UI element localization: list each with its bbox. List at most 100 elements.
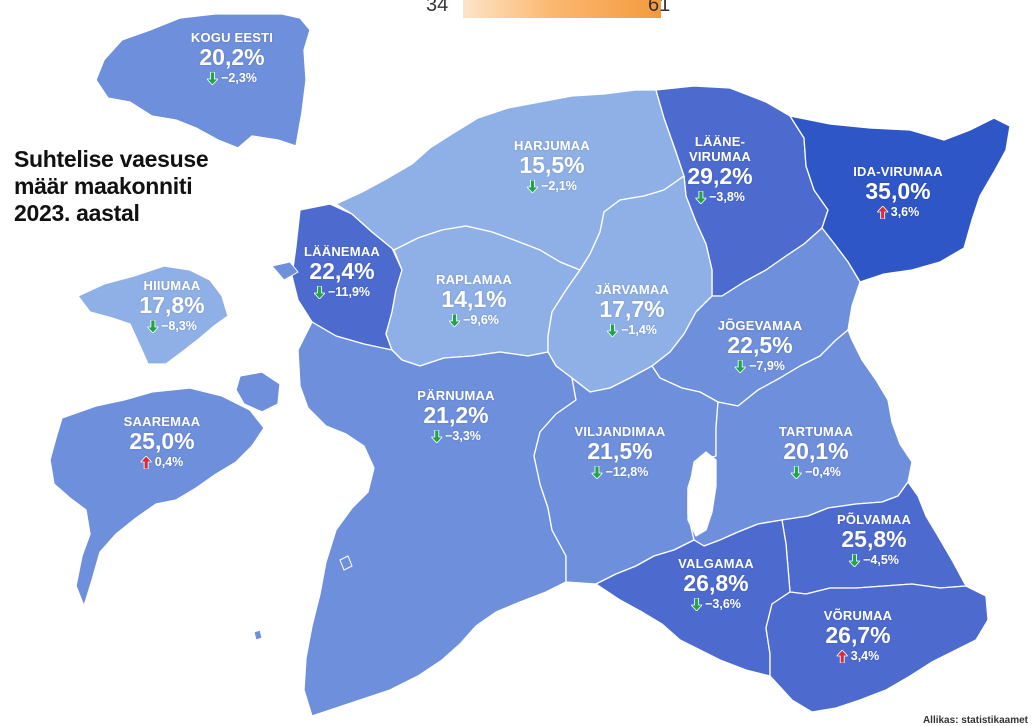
map-region-parnumaa[interactable]	[297, 321, 577, 717]
region-value: 14,1%	[441, 286, 507, 312]
region-change: 0,4%	[124, 454, 201, 470]
label-jogevamaa: JÕGEVAMAA 22,5% −7,9%	[718, 318, 803, 374]
region-name: RAPLAMAA	[436, 272, 512, 287]
arrow-down-icon	[449, 313, 461, 327]
region-name: JÄRVAMAA	[594, 282, 670, 297]
region-value: 26,8%	[683, 570, 749, 596]
map-region-kogu-eesti[interactable]	[95, 13, 311, 149]
region-change: −8,3%	[139, 318, 204, 334]
region-change: −11,9%	[304, 284, 380, 300]
label-raplamaa: RAPLAMAA 14,1% −9,6%	[436, 272, 512, 328]
map-island-muhu[interactable]	[235, 371, 281, 413]
arrow-down-icon	[791, 465, 803, 479]
label-tartumaa: TARTUMAA 20,1% −0,4%	[779, 424, 853, 480]
region-change: −7,9%	[718, 358, 803, 374]
label-viljandimaa: VILJANDIMAA 21,5% −12,8%	[574, 424, 665, 480]
label-kogu-eesti: KOGU EESTI 20,2% −2,3%	[191, 30, 273, 86]
region-value: 35,0%	[865, 178, 931, 204]
region-name: VALGAMAA	[678, 556, 754, 571]
region-change: −2,3%	[191, 70, 273, 86]
region-change: −12,8%	[574, 464, 665, 480]
region-name: PÕLVAMAA	[836, 512, 912, 527]
arrow-up-icon	[140, 455, 152, 469]
region-value: 25,0%	[129, 428, 195, 454]
region-name: SAAREMAA	[123, 414, 201, 429]
region-value: 20,2%	[199, 44, 265, 70]
label-ida-virumaa: IDA-VIRUMAA 35,0% 3,6%	[853, 164, 943, 220]
region-change: −1,4%	[595, 322, 669, 338]
region-value: 21,5%	[587, 438, 653, 464]
arrow-down-icon	[431, 429, 443, 443]
region-name: PÄRNUMAA	[417, 388, 495, 403]
source-credit: Allikas: statistikaamet	[922, 715, 1028, 726]
label-saaremaa: SAAREMAA 25,0% 0,4%	[124, 414, 201, 470]
region-value: 26,7%	[825, 622, 891, 648]
arrow-down-icon	[527, 179, 539, 193]
map-region-vorumaa[interactable]	[765, 583, 989, 713]
arrow-down-icon	[849, 553, 861, 567]
region-value: 25,8%	[841, 526, 907, 552]
region-name: LÄÄNE- VIRUMAA	[688, 134, 752, 164]
region-value: 29,2%	[687, 163, 753, 189]
map-island-kihnu	[339, 555, 353, 571]
region-value: 20,1%	[783, 438, 849, 464]
title-line-2: määr maakonniti	[14, 173, 193, 199]
arrow-down-icon	[147, 319, 159, 333]
region-change: −3,3%	[417, 428, 494, 444]
arrow-down-icon	[313, 285, 325, 299]
map-region-hiiumaa[interactable]	[77, 265, 229, 365]
legend-gradient-bar	[463, 0, 661, 18]
arrow-down-icon	[695, 190, 707, 204]
label-polvamaa: PÕLVAMAA 25,8% −4,5%	[837, 512, 911, 568]
label-jarvamaa: JÄRVAMAA 17,7% −1,4%	[595, 282, 669, 338]
region-name: JÕGEVAMAA	[717, 318, 803, 333]
arrow-down-icon	[207, 71, 219, 85]
arrow-up-icon	[876, 205, 888, 219]
legend-max-label: 61	[648, 0, 671, 16]
title-line-1: Suhtelise vaesuse	[14, 146, 209, 172]
region-name: LÄÄNEMAA	[304, 244, 380, 259]
region-name: IDA-VIRUMAA	[853, 164, 943, 179]
color-legend: 34 61	[420, 0, 680, 20]
arrow-down-icon	[591, 465, 603, 479]
region-value: 17,7%	[599, 296, 665, 322]
label-valgamaa: VALGAMAA 26,8% −3,6%	[678, 556, 754, 612]
arrow-down-icon	[691, 597, 703, 611]
region-name: VÕRUMAA	[823, 608, 893, 623]
region-name: KOGU EESTI	[190, 30, 274, 45]
region-value: 22,5%	[727, 332, 793, 358]
map-region-valgamaa[interactable]	[595, 519, 791, 677]
region-value: 22,4%	[309, 258, 375, 284]
map-title: Suhtelise vaesuse määr maakonniti 2023. …	[14, 146, 254, 227]
label-harjumaa: HARJUMAA 15,5% −2,1%	[514, 138, 590, 194]
region-change: −4,5%	[837, 552, 911, 568]
region-name: HARJUMAA	[514, 138, 590, 153]
map-region-saaremaa[interactable]	[49, 387, 265, 607]
legend-min-label: 34	[426, 0, 449, 16]
label-laane-virumaa: LÄÄNE- VIRUMAA 29,2% −3,8%	[687, 134, 752, 205]
title-line-3: 2023. aastal	[14, 200, 140, 226]
region-name: VILJANDIMAA	[574, 424, 666, 439]
label-vorumaa: VÕRUMAA 26,7% 3,4%	[824, 608, 893, 664]
label-parnumaa: PÄRNUMAA 21,2% −3,3%	[417, 388, 494, 444]
region-name: TARTUMAA	[778, 424, 854, 439]
region-change: −2,1%	[514, 178, 590, 194]
region-change: −9,6%	[436, 312, 512, 328]
region-change: 3,6%	[853, 204, 943, 220]
region-value: 21,2%	[423, 402, 489, 428]
label-laanemaa: LÄÄNEMAA 22,4% −11,9%	[304, 244, 380, 300]
arrow-up-icon	[836, 649, 848, 663]
region-change: −3,6%	[678, 596, 754, 612]
region-value: 17,8%	[139, 292, 205, 318]
region-change: −3,8%	[687, 189, 752, 205]
map-region-ida-virumaa[interactable]	[789, 115, 1011, 283]
arrow-down-icon	[607, 323, 619, 337]
region-change: 3,4%	[824, 648, 893, 664]
label-hiiumaa: HIIUMAA 17,8% −8,3%	[139, 278, 204, 334]
region-value: 15,5%	[519, 152, 585, 178]
map-island-vormsi	[271, 261, 299, 281]
region-change: −0,4%	[779, 464, 853, 480]
region-name: HIIUMAA	[143, 278, 201, 293]
map-island-ruhnu	[253, 629, 263, 641]
